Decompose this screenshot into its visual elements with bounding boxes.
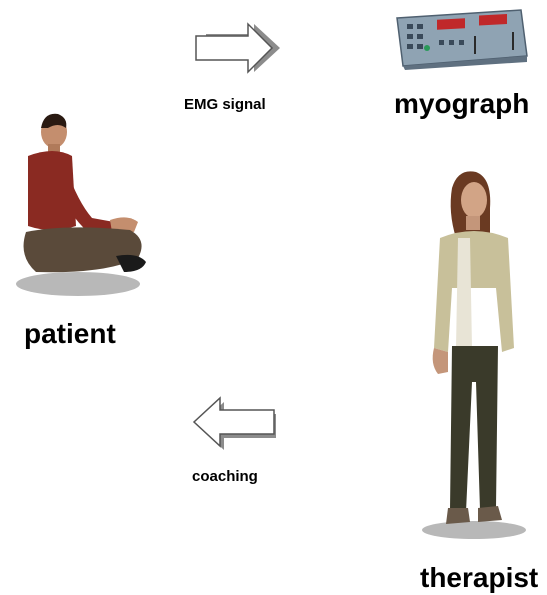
emg-signal-label: EMG signal xyxy=(184,96,266,113)
patient-figure-icon xyxy=(6,106,156,304)
coaching-label: coaching xyxy=(192,468,258,485)
myograph-device-icon xyxy=(393,8,531,70)
patient-label: patient xyxy=(24,318,116,349)
arrow-left-icon xyxy=(190,396,280,450)
therapist-label: therapist xyxy=(420,562,539,593)
arrow-right-icon xyxy=(192,22,282,74)
therapist-figure-icon xyxy=(418,168,530,546)
myograph-label: myograph xyxy=(394,88,530,119)
